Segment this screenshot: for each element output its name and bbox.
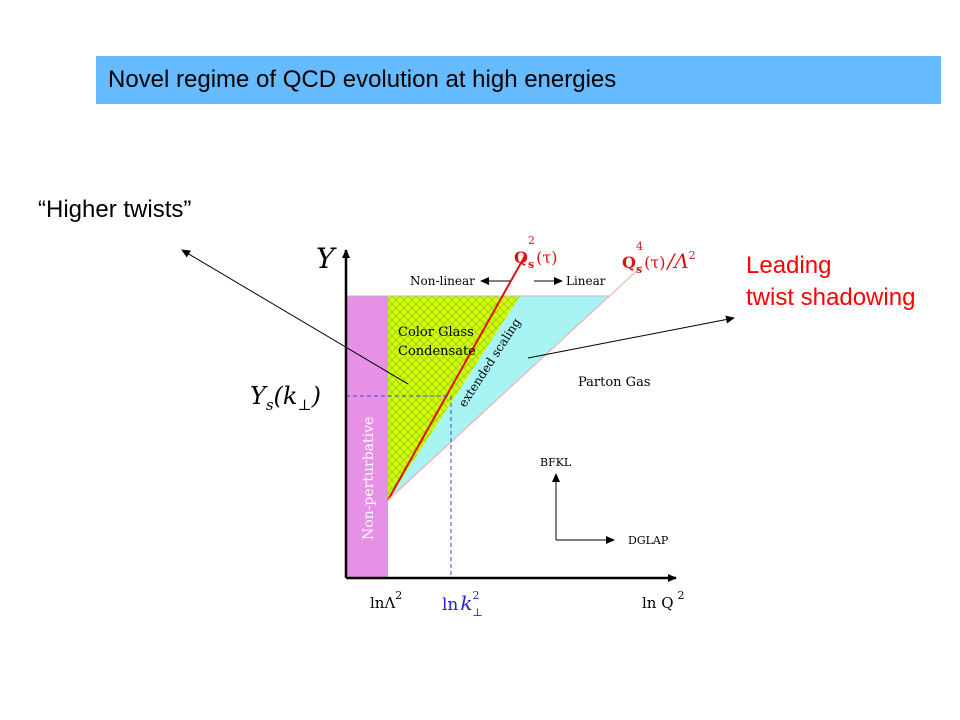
saturation-line-qs2 <box>387 253 527 501</box>
x-tick-lambda: lnΛ2 <box>370 589 402 612</box>
saturation-line-qs4 <box>387 265 643 501</box>
cgc-hatch <box>388 296 520 500</box>
slide-title: Novel regime of QCD evolution at high en… <box>108 66 617 93</box>
qs4-label: Qs(τ)/Λ2 <box>622 249 696 276</box>
nonperturbative-region <box>346 296 388 578</box>
leading-twist-arrow <box>527 315 735 359</box>
leading-twist-annotation: Leading twist shadowing <box>746 250 915 314</box>
higher-twists-annotation: “Higher twists” <box>38 196 192 223</box>
ys-label: Ys(k⊥) <box>250 382 321 414</box>
cgc-label-line1: Color Glass <box>398 325 474 340</box>
parton-gas-label: Parton Gas <box>578 375 651 390</box>
y-axis-label: Y <box>316 242 337 275</box>
title-bar: Novel regime of QCD evolution at high en… <box>96 56 941 104</box>
nonlinear-label: Non-linear <box>410 274 475 288</box>
qs2-sup: 2 <box>528 234 535 247</box>
bfkl-label: BFKL <box>540 456 572 469</box>
qs2-label: Qs(τ) <box>514 248 557 271</box>
higher-twists-arrow <box>181 249 409 385</box>
nonperturbative-label: Non-perturbative <box>361 417 377 540</box>
dglap-label: DGLAP <box>628 534 669 547</box>
leading-twist-line1: Leading <box>746 252 832 279</box>
leading-twist-line2: twist shadowing <box>746 284 916 311</box>
cgc-label-line2: Condensate <box>398 344 476 359</box>
qs4-sup: 4 <box>636 240 643 253</box>
linear-label: Linear <box>566 274 606 288</box>
